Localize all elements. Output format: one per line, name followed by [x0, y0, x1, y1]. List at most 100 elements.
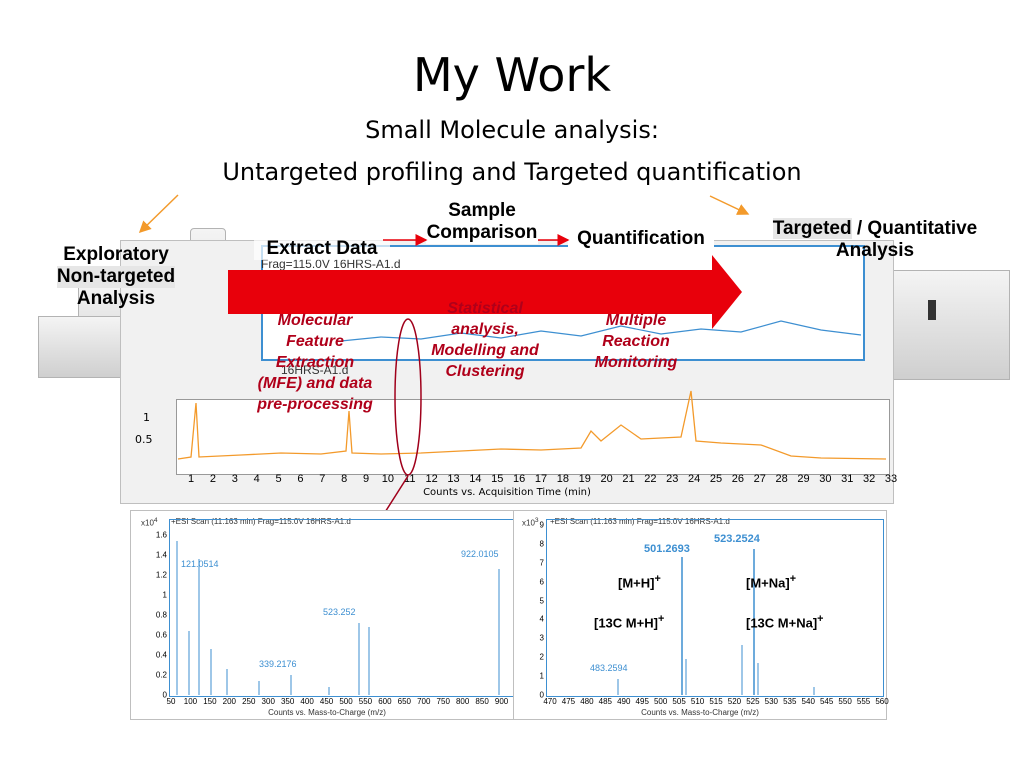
- ms-left-peaks: [176, 541, 500, 695]
- tic-xticks-10: 11: [404, 473, 416, 485]
- tic-xticks-25: 26: [731, 473, 744, 485]
- statistical-description: Statistical analysis, Modelling and Clus…: [431, 300, 539, 380]
- tic-xticks-31: 32: [863, 473, 876, 485]
- tic-xticks-26: 27: [753, 473, 766, 485]
- workflow-arrow-body: [228, 270, 718, 314]
- ms-right-xticks-15: 545: [819, 697, 834, 706]
- slide-title: My Work: [412, 48, 611, 102]
- tic-xticks-22: 23: [666, 473, 679, 485]
- mass-spectrum-right: x103 +ESI Scan (11.163 min) Frag=115.0V …: [513, 510, 889, 720]
- ms-left-xticks-0: 50: [166, 697, 176, 706]
- ms-right-peaks: [617, 549, 815, 695]
- tic-xticks-28: 29: [797, 473, 810, 485]
- ms-right-yticks-9: 0: [539, 690, 544, 700]
- subtitle-line-1: Small Molecule analysis:: [365, 116, 659, 144]
- ms-left-yticks-4: 0.8: [155, 610, 167, 620]
- ms-left-xticks-1: 100: [183, 697, 198, 706]
- tic-xticks-24: 25: [709, 473, 723, 485]
- ms-left-peak-922: 922.0105: [461, 549, 499, 559]
- ms-right-xticks-3: 485: [598, 697, 613, 706]
- extract-data-step: Extract Data: [254, 238, 390, 260]
- tic-xticks-12: 13: [447, 473, 460, 485]
- ms-right-xticks-0: 470: [543, 697, 557, 706]
- background-chart-label: Frag=115.0V 16HRS-A1.d: [261, 257, 401, 271]
- ms-left-title: +ESI Scan (11.163 min) Frag=115.0V 16HRS…: [171, 517, 351, 526]
- tic-xticks-14: 15: [491, 473, 504, 485]
- tic-xticks-11: 12: [425, 473, 438, 485]
- ms-right-xticks-5: 495: [635, 697, 649, 706]
- exploratory-label: Exploratory Non-targeted Analysis: [56, 244, 176, 309]
- ms-right-xticks-7: 505: [672, 697, 686, 706]
- tic-xticks-5: 6: [297, 473, 304, 485]
- ms-right-title: +ESI Scan (11.163 min) Frag=115.0V 16HRS…: [550, 517, 730, 526]
- tic-xticks-16: 17: [534, 473, 548, 485]
- tic-plot: [177, 320, 887, 460]
- ms-left-xticks-5: 300: [261, 697, 275, 706]
- ms-left-xticks-7: 400: [300, 697, 314, 706]
- ms-left-xticks-15: 800: [455, 697, 470, 706]
- ms-left-xticks-3: 200: [222, 697, 237, 706]
- tic-xticks-21: 22: [644, 473, 657, 485]
- tic-xticks-32: 33: [884, 473, 898, 485]
- ms-left-xticks-9: 500: [339, 697, 353, 706]
- ms-right-yticks-1: 8: [539, 539, 544, 549]
- tic-xticks-29: 30: [819, 473, 832, 485]
- ms-right-xticks-16: 550: [838, 697, 852, 706]
- ms-left-scale: x104: [141, 517, 158, 528]
- ms-left-xticks-10: 550: [358, 697, 373, 706]
- ms-right-yticks-6: 3: [539, 633, 544, 643]
- workflow-arrow-head: [712, 255, 742, 329]
- tic-xticks-6: 7: [319, 473, 326, 485]
- tic-xticks-15: 16: [513, 473, 526, 485]
- ms-right-xticks-6: 500: [653, 697, 668, 706]
- ms-left-peak-121: 121.0514: [181, 559, 219, 569]
- ms-annotation-c13na: [13C M+Na]+: [746, 613, 824, 631]
- ms-right-xticks-14: 540: [801, 697, 815, 706]
- ms-left-yticks-0: 1.6: [155, 530, 167, 540]
- ms-right-yticks-0: 9: [539, 520, 544, 530]
- ms-right-xticks-13: 535: [783, 697, 797, 706]
- quantification-step: Quantification: [568, 228, 714, 250]
- ms-right-scale: x103: [522, 517, 539, 528]
- tic-xticks-2: 3: [231, 473, 238, 485]
- ms-left-peak-339: 339.2176: [259, 659, 297, 669]
- ms-right-peak-523: 523.2524: [714, 533, 760, 545]
- tic-xticks-18: 19: [578, 473, 591, 485]
- ms-right-xlabel: Counts vs. Mass-to-Charge (m/z): [641, 708, 759, 717]
- mass-spectrum-left: x104 +ESI Scan (11.163 min) Frag=115.0V …: [130, 510, 528, 720]
- tic-xticks-0: 1: [187, 473, 195, 485]
- ms-right-peak-501: 501.2693: [644, 543, 690, 555]
- ms-left-yticks-7: 0.2: [155, 670, 167, 680]
- ms-left-xticks-4: 250: [242, 697, 256, 706]
- tic-xticks-9: 10: [381, 473, 394, 485]
- ms-left-xticks-6: 350: [280, 697, 295, 706]
- tic-xticks-17: 18: [556, 473, 569, 485]
- ms-right-yticks-7: 2: [539, 652, 544, 662]
- ms-left-xticks-2: 150: [203, 697, 217, 706]
- tic-xticks-19: 20: [600, 473, 613, 485]
- tic-xlabel: Counts vs. Acquisition Time (min): [423, 487, 591, 498]
- ms-right-xticks-1: 475: [561, 697, 576, 706]
- ms-right-xticks-12: 530: [764, 697, 779, 706]
- ms-right-xticks-18: 560: [875, 697, 889, 706]
- tic-xticks-13: 14: [469, 473, 482, 485]
- ms-right-xticks-4: 490: [617, 697, 631, 706]
- tic-xticks-30: 31: [841, 473, 854, 485]
- ms-left-yticks-8: 0: [162, 690, 167, 700]
- ms-right-yticks-2: 7: [539, 558, 544, 568]
- ms-right-xticks-17: 555: [856, 697, 871, 706]
- ms-right-xticks-2: 480: [580, 697, 594, 706]
- sample-comparison-step: Sample Comparison: [426, 200, 538, 244]
- ms-left-yticks-3: 1: [162, 590, 167, 600]
- ms-left-xticks-8: 450: [319, 697, 334, 706]
- ms-right-xticks-8: 510: [690, 697, 705, 706]
- ms-annotation-mna: [M+Na]+: [746, 573, 797, 591]
- tic-xticks-8: 9: [362, 473, 370, 485]
- tic-xticks-7: 8: [341, 473, 348, 485]
- targeted-label: Targeted / Quantitative Analysis: [772, 218, 978, 261]
